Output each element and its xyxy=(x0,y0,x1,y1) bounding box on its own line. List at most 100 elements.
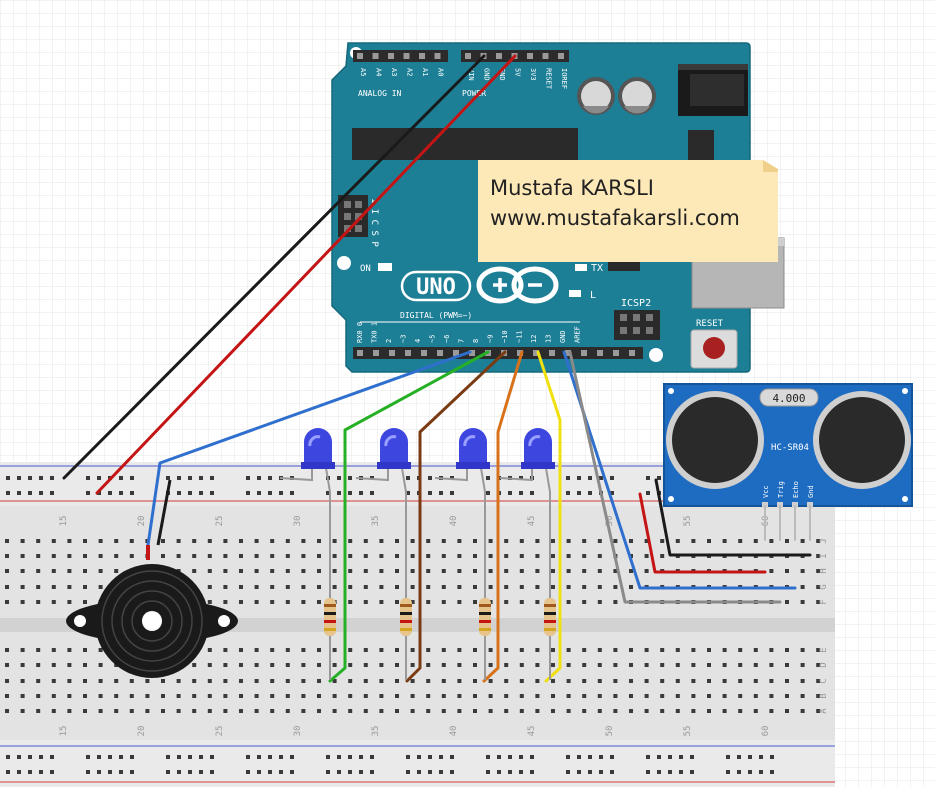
breadboard-hole xyxy=(535,694,540,698)
breadboard-hole xyxy=(426,539,431,543)
analog-pin-label: A2 xyxy=(406,68,414,76)
led-rim xyxy=(521,462,555,469)
breadboard-hole xyxy=(254,648,259,652)
breadboard-hole xyxy=(5,600,9,604)
breadboard-hole xyxy=(176,539,181,543)
mounting-hole xyxy=(649,348,663,362)
led-leg xyxy=(434,468,468,482)
breadboard-hole xyxy=(410,679,415,683)
breadboard-hole xyxy=(769,539,774,543)
breadboard-hole xyxy=(535,585,540,589)
breadboard-hole xyxy=(348,679,353,683)
rail-hole xyxy=(177,755,181,759)
rail-hole xyxy=(39,755,43,759)
breadboard-hole xyxy=(410,569,415,573)
breadboard-hole xyxy=(426,648,431,652)
breadboard-hole xyxy=(426,585,431,589)
breadboard-hole xyxy=(176,679,181,683)
rail-hole xyxy=(370,491,374,495)
breadboard-hole xyxy=(566,554,571,558)
breadboard-hole xyxy=(129,709,134,713)
rail-hole xyxy=(759,755,763,759)
breadboard-hole xyxy=(301,585,306,589)
digital-pin-label: RX0 0 xyxy=(356,322,364,343)
breadboard-hole xyxy=(332,694,337,698)
rail-hole xyxy=(610,476,614,480)
breadboard-hole xyxy=(473,554,477,558)
digital-pin-label: AREF xyxy=(574,326,582,343)
breadboard-hole xyxy=(629,679,633,683)
row-letter: H xyxy=(819,568,829,573)
rail-hole xyxy=(519,476,523,480)
breadboard-hole xyxy=(239,694,243,698)
breadboard-hole xyxy=(551,569,555,573)
led-body xyxy=(304,428,332,465)
breadboard-hole xyxy=(67,600,72,604)
resistor-band xyxy=(479,628,491,631)
resistor-band xyxy=(479,620,491,623)
breadboard-hole xyxy=(629,569,633,573)
column-number: 50 xyxy=(605,726,615,737)
breadboard-hole xyxy=(488,679,493,683)
tx-led-label: TX xyxy=(591,263,603,274)
breadboard-hole xyxy=(379,709,384,713)
breadboard-hole xyxy=(83,554,87,558)
led-leg xyxy=(325,467,331,560)
reset-button[interactable] xyxy=(690,329,738,369)
rail-hole xyxy=(428,476,432,480)
breadboard-hole xyxy=(597,694,602,698)
breadboard-hole xyxy=(519,600,524,604)
resistor-band xyxy=(400,620,412,623)
rail-hole xyxy=(177,491,181,495)
breadboard-hole xyxy=(457,600,462,604)
transducer-right xyxy=(813,391,911,489)
breadboard-hole xyxy=(535,554,540,558)
rail-hole xyxy=(406,770,410,774)
breadboard-hole xyxy=(239,709,243,713)
breadboard-hole xyxy=(223,694,228,698)
rail-hole xyxy=(770,755,774,759)
header-pin xyxy=(496,53,502,59)
rail-hole xyxy=(337,476,341,480)
breadboard-hole xyxy=(473,709,477,713)
breadboard-hole xyxy=(613,585,618,589)
breadboard-hole xyxy=(488,709,493,713)
column-number: 60 xyxy=(761,726,771,737)
rail-hole xyxy=(130,491,134,495)
led-leg xyxy=(355,468,389,482)
rail-hole xyxy=(737,770,741,774)
header-pin xyxy=(405,350,411,356)
breadboard-hole xyxy=(317,694,321,698)
breadboard-hole xyxy=(629,709,633,713)
rail-hole xyxy=(359,491,363,495)
breadboard-hole xyxy=(660,648,665,652)
power-pin-label: RESET xyxy=(545,68,553,90)
rail-hole xyxy=(508,755,512,759)
rail-hole xyxy=(690,755,694,759)
breadboard-hole xyxy=(161,679,165,683)
rail-hole xyxy=(657,770,661,774)
breadboard-hole xyxy=(535,600,540,604)
rail-hole xyxy=(759,770,763,774)
rail-hole xyxy=(130,770,134,774)
rail-hole xyxy=(370,770,374,774)
breadboard-hole xyxy=(192,709,197,713)
breadboard-hole xyxy=(114,679,119,683)
on-led xyxy=(378,263,392,271)
breadboard-hole xyxy=(301,600,306,604)
rail-hole xyxy=(646,491,650,495)
breadboard-hole xyxy=(192,679,197,683)
sensor-pin-label: Vcc xyxy=(762,485,770,498)
breadboard-hole xyxy=(67,554,72,558)
breadboard-hole xyxy=(363,554,368,558)
icsp2-label: ICSP2 xyxy=(621,298,651,309)
breadboard-hole xyxy=(239,569,243,573)
breadboard-hole xyxy=(301,648,306,652)
led-highlight xyxy=(528,435,541,447)
breadboard-hole xyxy=(613,569,618,573)
breadboard-hole xyxy=(20,554,25,558)
breadboard-hole xyxy=(114,709,119,713)
breadboard-hole xyxy=(441,600,446,604)
sensor-model-label: HC-SR04 xyxy=(771,443,809,453)
breadboard-hole xyxy=(426,694,431,698)
